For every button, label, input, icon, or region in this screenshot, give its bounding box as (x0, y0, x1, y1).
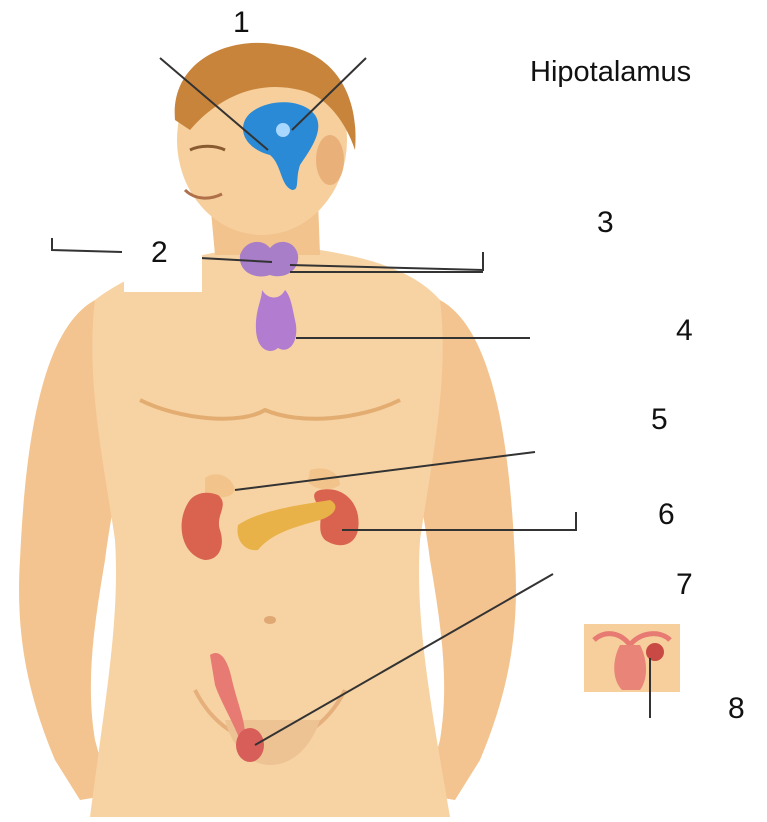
human-body (19, 43, 516, 817)
label-hypothalamus: Hipotalamus (530, 58, 691, 87)
label-5: 5 (651, 405, 668, 435)
label-6: 6 (658, 500, 675, 530)
label-7: 7 (676, 570, 693, 600)
label-8: 8 (728, 694, 745, 724)
label-2: 2 (151, 238, 168, 268)
ovary-inset (584, 624, 680, 692)
label-1: 1 (233, 8, 250, 38)
thyroid-gland (240, 242, 298, 277)
label-3: 3 (597, 208, 614, 238)
label-4: 4 (676, 316, 693, 346)
